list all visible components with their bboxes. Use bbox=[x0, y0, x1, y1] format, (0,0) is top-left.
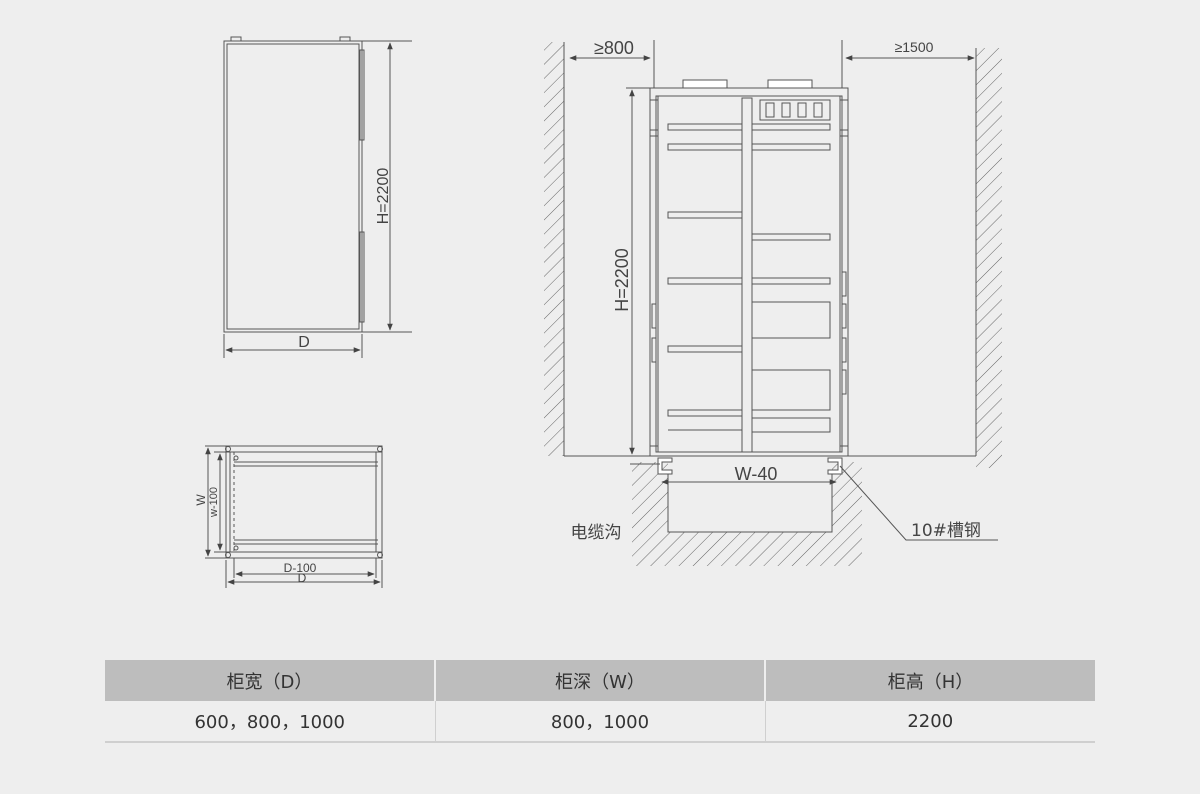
front-height-label: H=2200 bbox=[375, 168, 392, 225]
left-clearance-label: ≥800 bbox=[594, 38, 634, 58]
header-width: 柜宽（D） bbox=[105, 660, 435, 701]
spec-table: 柜宽（D） 柜深（W） 柜高（H） 600，800，1000 800，1000 … bbox=[105, 660, 1095, 743]
cabinet-side-view bbox=[223, 36, 412, 358]
install-height-label: H=2200 bbox=[612, 248, 632, 312]
plan-d-minus-label: D-100 bbox=[284, 561, 317, 575]
plan-w-label: W bbox=[194, 494, 208, 506]
base-width-label: W-40 bbox=[735, 464, 778, 484]
header-height: 柜高（H） bbox=[764, 660, 1095, 701]
right-clearance-label: ≥1500 bbox=[895, 39, 934, 55]
cabinet-plan-view bbox=[205, 445, 383, 588]
table-row: 600，800，1000 800，1000 2200 bbox=[105, 701, 1095, 743]
technical-drawing: H=2200 D W w-100 D-100 bbox=[194, 36, 1002, 588]
cable-trench-label: 电缆沟 bbox=[571, 523, 622, 543]
cell-width-values: 600，800，1000 bbox=[105, 701, 435, 743]
header-depth: 柜深（W） bbox=[434, 660, 765, 701]
table-header-row: 柜宽（D） 柜深（W） 柜高（H） bbox=[105, 660, 1095, 701]
plan-w-minus-label: w-100 bbox=[208, 487, 220, 518]
cell-depth-values: 800，1000 bbox=[434, 701, 765, 743]
front-depth-label: D bbox=[298, 334, 310, 351]
installation-view bbox=[544, 40, 1002, 566]
channel-steel-label: 10#槽钢 bbox=[911, 521, 981, 541]
cell-height-values: 2200 bbox=[764, 701, 1095, 743]
plan-d-label: D bbox=[298, 571, 307, 585]
